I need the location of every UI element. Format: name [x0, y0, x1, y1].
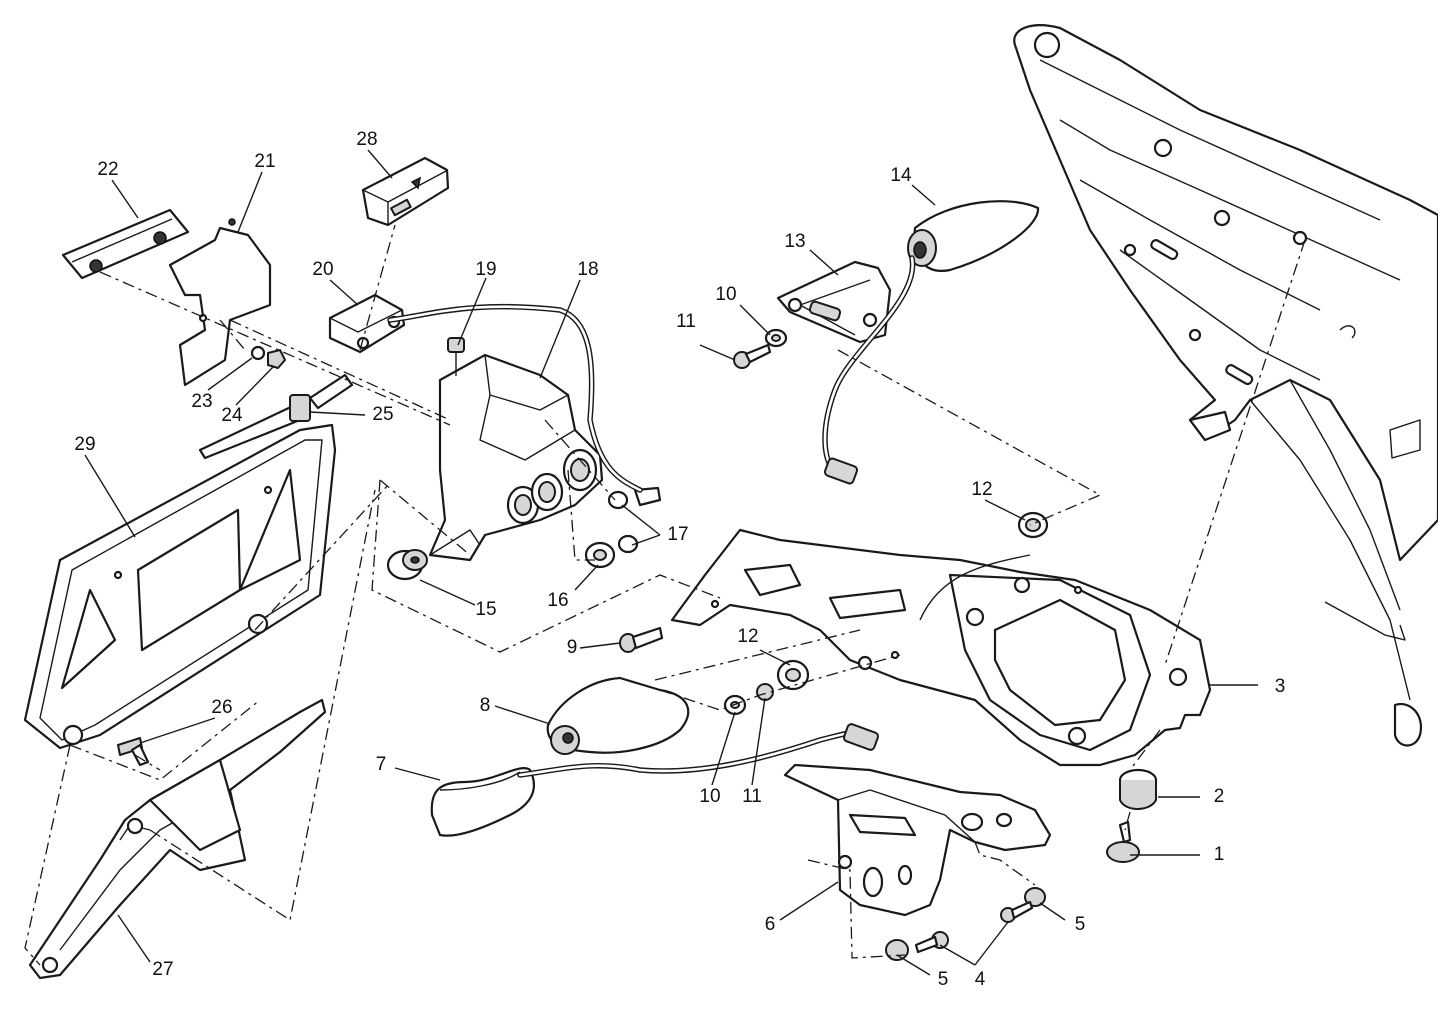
callout-22: 22 — [97, 159, 118, 180]
part-27-plate-support — [28, 698, 327, 980]
callout-21: 21 — [254, 151, 275, 172]
part-13-turn-signal-bracket — [776, 260, 892, 344]
part-10-washer-top — [764, 328, 788, 348]
callout-28: 28 — [356, 129, 377, 150]
part-11-screw-top — [733, 343, 772, 369]
callout-3: 3 — [1275, 676, 1286, 697]
callout-16: 16 — [547, 590, 568, 611]
callout-25: 25 — [372, 404, 393, 425]
callout-11-upper: 11 — [676, 311, 696, 332]
callout-6: 6 — [765, 914, 776, 935]
part-12-grommet-top — [1017, 511, 1049, 539]
callout-14: 14 — [890, 165, 912, 186]
part-24-nut — [267, 349, 286, 369]
leader-lines — [84, 149, 1258, 976]
part-18-plate-light-housing — [428, 353, 604, 562]
part-25-cable-tie — [198, 373, 354, 460]
callout-8: 8 — [480, 695, 491, 716]
callout-26: 26 — [211, 697, 232, 718]
callout-20: 20 — [312, 259, 333, 280]
part-2-rubber-mount — [1118, 768, 1158, 810]
callout-12-lower: 12 — [737, 626, 758, 647]
callout-12-upper: 12 — [971, 479, 992, 500]
light-wiring — [387, 303, 643, 493]
callout-15: 15 — [475, 599, 496, 620]
callout-1: 1 — [1214, 844, 1225, 865]
callout-18: 18 — [577, 259, 598, 280]
part-5-nut-left — [885, 939, 909, 961]
callout-27: 27 — [152, 959, 173, 980]
part-14-rear-turn-signal — [907, 200, 1040, 272]
part-12-grommet-lower — [776, 659, 810, 691]
part-23-washer — [250, 345, 266, 361]
part-28-connector-cover — [361, 156, 450, 227]
part-21-reflector-bracket — [168, 218, 272, 387]
part-4-screw-right — [1000, 900, 1034, 923]
part-3-license-bracket — [670, 528, 1212, 767]
callout-19: 19 — [475, 259, 496, 280]
callout-10-lower: 10 — [699, 786, 720, 807]
callout-7: 7 — [376, 754, 387, 775]
part-4-screw-left — [914, 931, 949, 954]
callout-11-lower: 11 — [742, 786, 762, 807]
callout-4: 4 — [975, 969, 986, 990]
turn-signal-wire-left — [517, 723, 879, 778]
part-22-reflector — [61, 208, 190, 280]
part-11-screw-lower — [756, 683, 774, 701]
part-29-license-plate-holder — [23, 423, 337, 750]
callout-24: 24 — [221, 405, 243, 426]
callout-10-upper: 10 — [715, 284, 736, 305]
part-16-washer — [584, 541, 616, 569]
callout-9: 9 — [567, 637, 578, 658]
callout-29: 29 — [74, 434, 95, 455]
callout-labels: 1 2 3 4 5 5 6 7 8 9 10 10 11 11 12 12 13… — [74, 129, 1285, 990]
part-9-screw — [619, 626, 664, 653]
part-15-grommet — [386, 549, 428, 581]
callout-13: 13 — [784, 231, 805, 252]
callout-23: 23 — [191, 391, 212, 412]
callout-17: 17 — [667, 524, 688, 545]
turn-signal-wire-right — [822, 255, 916, 485]
callout-2: 2 — [1214, 786, 1225, 807]
part-1-screw — [1106, 820, 1140, 863]
part-8-turn-signal-bracket — [546, 676, 690, 755]
assembly-lines — [24, 224, 1306, 966]
part-17-nut — [607, 486, 662, 554]
callout-5-right: 5 — [1075, 914, 1086, 935]
callout-5-left: 5 — [938, 969, 949, 990]
part-6-lower-bracket — [783, 763, 1052, 917]
part-7-rear-turn-signal — [430, 767, 536, 837]
rear-subframe — [1013, 24, 1438, 747]
